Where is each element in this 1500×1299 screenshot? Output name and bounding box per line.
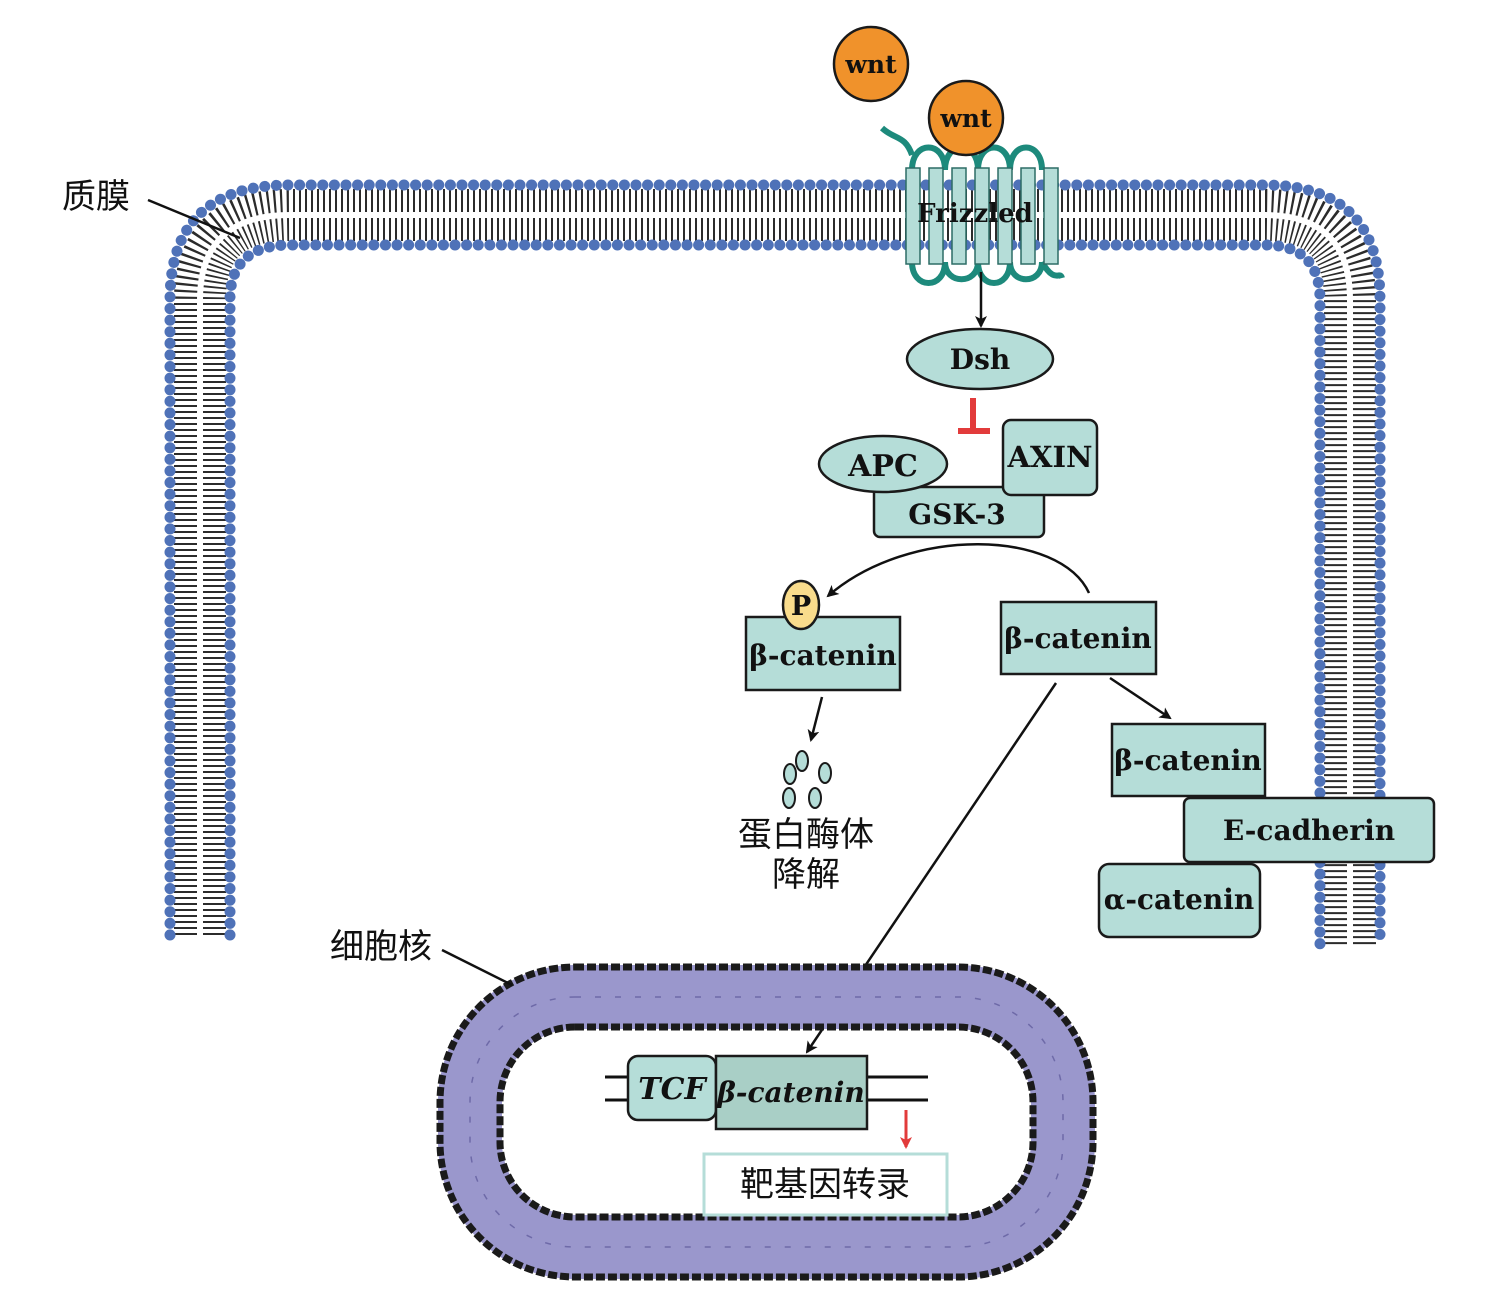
plasma-membrane-label: 质膜 <box>62 177 130 217</box>
apc-protein: APC <box>817 434 949 494</box>
beta-catenin-adhesion-label: β-catenin <box>1114 744 1262 777</box>
apc-label: APC <box>847 449 918 484</box>
dsh-protein: Dsh <box>905 327 1055 391</box>
nucleus-pointer <box>441 948 513 987</box>
phosphate-label: P <box>791 591 811 622</box>
proteasome-fragments <box>782 750 832 809</box>
target-gene-transcription: 靶基因转录 <box>702 1152 949 1217</box>
frizzled-receptor: Frizzled <box>879 125 1065 286</box>
degradation-label-line1: 蛋白酶体 <box>738 815 874 855</box>
e-cadherin-protein: E-cadherin <box>1182 796 1436 864</box>
transcription-label: 靶基因转录 <box>740 1165 910 1205</box>
gsk3-label: GSK-3 <box>908 498 1006 531</box>
nuclear-envelope <box>436 963 1097 1281</box>
wnt-ligand-1: wnt <box>832 25 910 103</box>
adhesion-arrow <box>1109 676 1172 720</box>
beta-catenin-free: β-catenin <box>999 600 1158 676</box>
axin-label: AXIN <box>1006 440 1092 474</box>
plasma-membrane-pointer <box>147 198 241 240</box>
beta-catenin-nuclear: β-catenin <box>714 1054 869 1131</box>
beta-catenin-phos-label: β-catenin <box>749 639 897 672</box>
wnt-label-1: wnt <box>844 50 897 79</box>
degradation-label-line2: 降解 <box>772 855 840 895</box>
beta-catenin-phosphorylated: β-catenin <box>744 615 902 692</box>
tcf-protein: TCF <box>626 1054 718 1122</box>
beta-catenin-free-label: β-catenin <box>1004 622 1152 655</box>
phosphorylation-arrow <box>826 543 1091 598</box>
beta-catenin-nuclear-label: β-catenin <box>716 1076 865 1109</box>
alpha-catenin-label: α-catenin <box>1104 883 1254 916</box>
nucleus-label: 细胞核 <box>330 927 432 967</box>
inhibition-symbol <box>958 398 990 434</box>
frizzled-label: Frizzled <box>917 199 1033 229</box>
tcf-label: TCF <box>638 1072 708 1107</box>
phosphate-group: P <box>781 579 821 631</box>
beta-catenin-adhesion: β-catenin <box>1110 722 1267 798</box>
gsk3-protein: GSK-3 <box>872 485 1046 539</box>
e-cadherin-label: E-cadherin <box>1223 814 1395 847</box>
axin-protein: AXIN <box>1001 418 1099 497</box>
dsh-label: Dsh <box>950 343 1010 376</box>
wnt-ligand-2: wnt <box>927 79 1005 157</box>
degradation-arrow <box>807 696 824 742</box>
plasma-membrane <box>164 179 1386 951</box>
alpha-catenin-protein: α-catenin <box>1097 862 1262 939</box>
wnt-label-2: wnt <box>939 104 992 133</box>
